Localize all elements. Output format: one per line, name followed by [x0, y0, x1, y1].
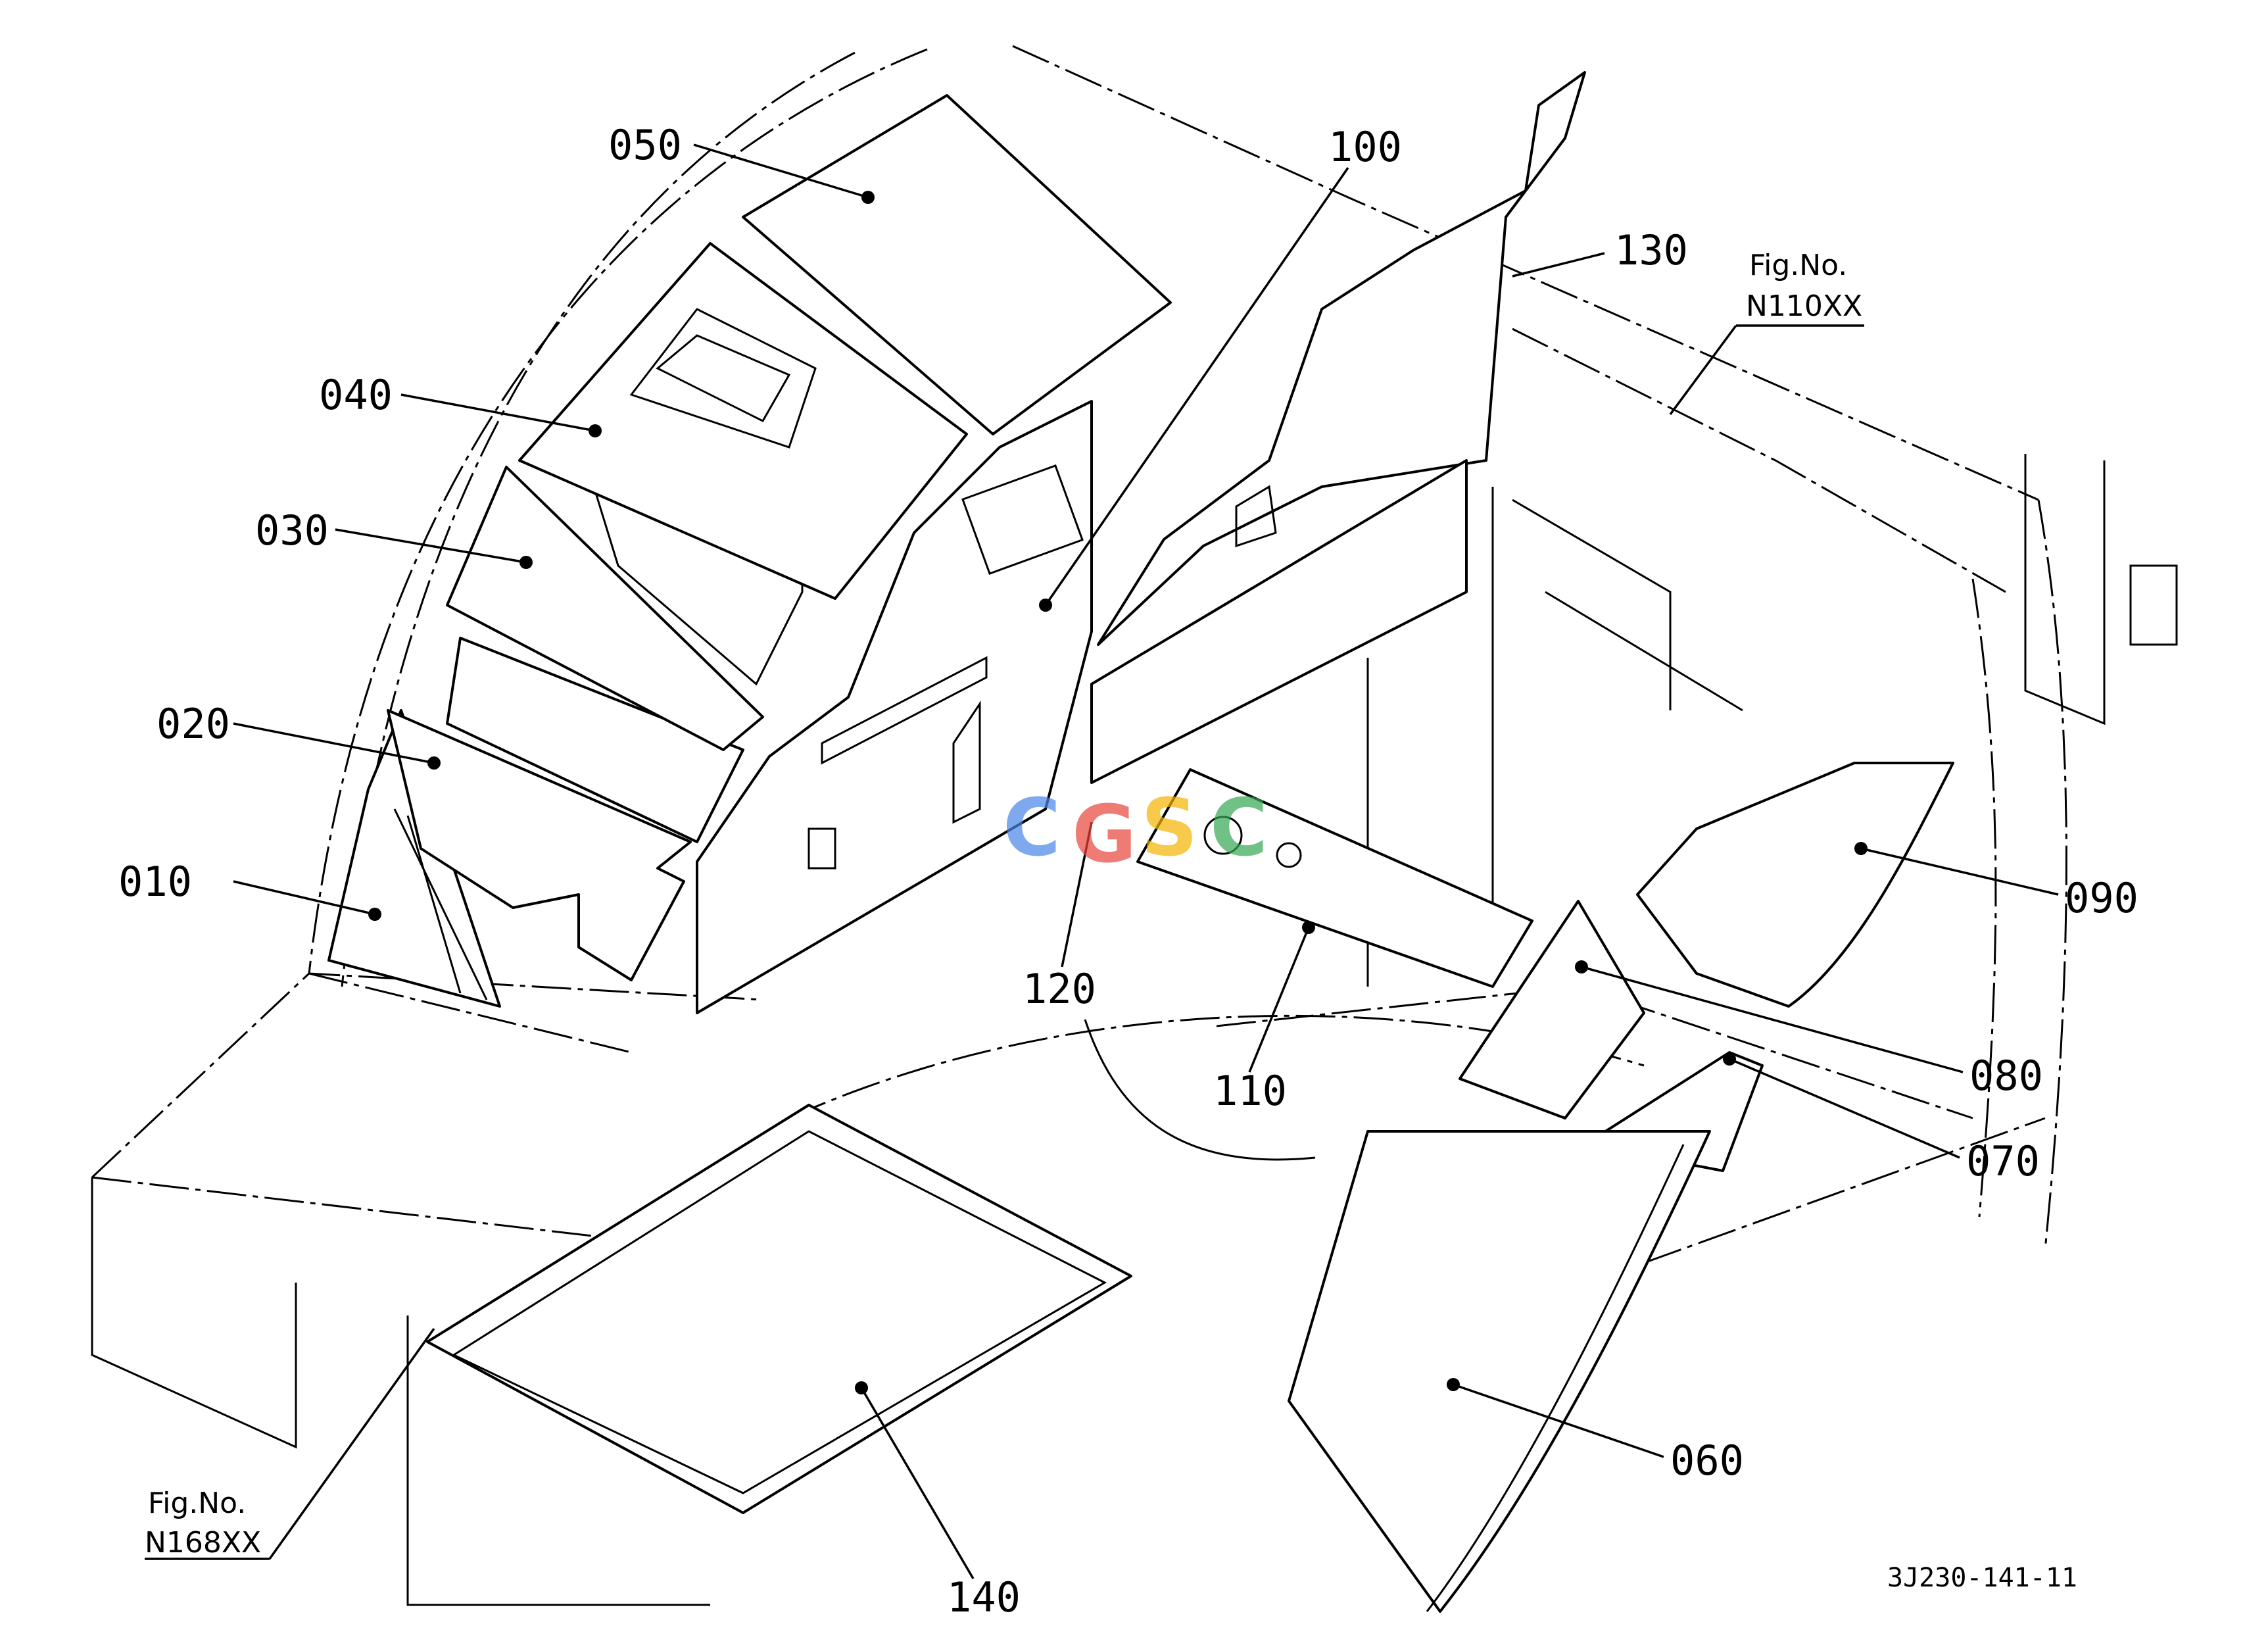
part-010-panel [327, 709, 501, 1008]
part-140-plate [426, 1104, 1132, 1514]
callout-110: 110 [1213, 1067, 1287, 1115]
part-130-panel [1097, 71, 1586, 646]
callout-010: 010 [118, 858, 192, 906]
watermark-letter: S [1141, 783, 1197, 874]
leader-lines [145, 143, 2059, 1579]
part-060-panel [1288, 1130, 1711, 1613]
callout-030: 030 [255, 506, 329, 554]
chassis-frame [91, 45, 2178, 1606]
watermark-letter: C [1210, 783, 1268, 874]
callout-120: 120 [1023, 965, 1096, 1013]
callout-090: 090 [2065, 874, 2138, 922]
watermark-letter: G [1072, 789, 1137, 881]
callout-dots [368, 191, 1868, 1394]
watermark-logo: C G S C [1003, 783, 1268, 881]
callout-070: 070 [1966, 1137, 2040, 1185]
fig-ref-code: N168XX [145, 1526, 261, 1560]
figure-reference-n168xx: Fig.No. N168XX [145, 1487, 261, 1560]
callout-130: 130 [1614, 226, 1688, 274]
callout-140: 140 [947, 1573, 1021, 1621]
callout-060: 060 [1670, 1437, 1744, 1485]
fig-ref-title: Fig.No. [148, 1487, 246, 1520]
figure-reference-n110xx: Fig.No. N110XX [1746, 249, 1862, 323]
fig-ref-code: N110XX [1746, 289, 1862, 323]
part-090-panel [1636, 762, 1954, 1008]
watermark-letter: C [1003, 783, 1061, 874]
part-120-panel [1090, 459, 1468, 784]
part-080-panel [1459, 900, 1645, 1119]
part-040-panel [518, 242, 968, 600]
callout-020: 020 [157, 700, 230, 748]
callout-080: 080 [1969, 1052, 2043, 1100]
part-100-panel [696, 400, 1093, 1014]
fig-ref-title: Fig.No. [1749, 249, 1847, 282]
part-050-panel [742, 94, 1172, 435]
callout-050: 050 [608, 121, 682, 169]
callout-labels: 010 020 030 040 050 060 070 080 090 100 … [118, 121, 2138, 1621]
callout-040: 040 [319, 371, 393, 419]
drawing-code: 3J230-141-11 [1887, 1563, 2077, 1593]
part-110-panel [1136, 768, 1533, 988]
callout-100: 100 [1328, 123, 1402, 171]
part-020-panel [387, 637, 744, 981]
